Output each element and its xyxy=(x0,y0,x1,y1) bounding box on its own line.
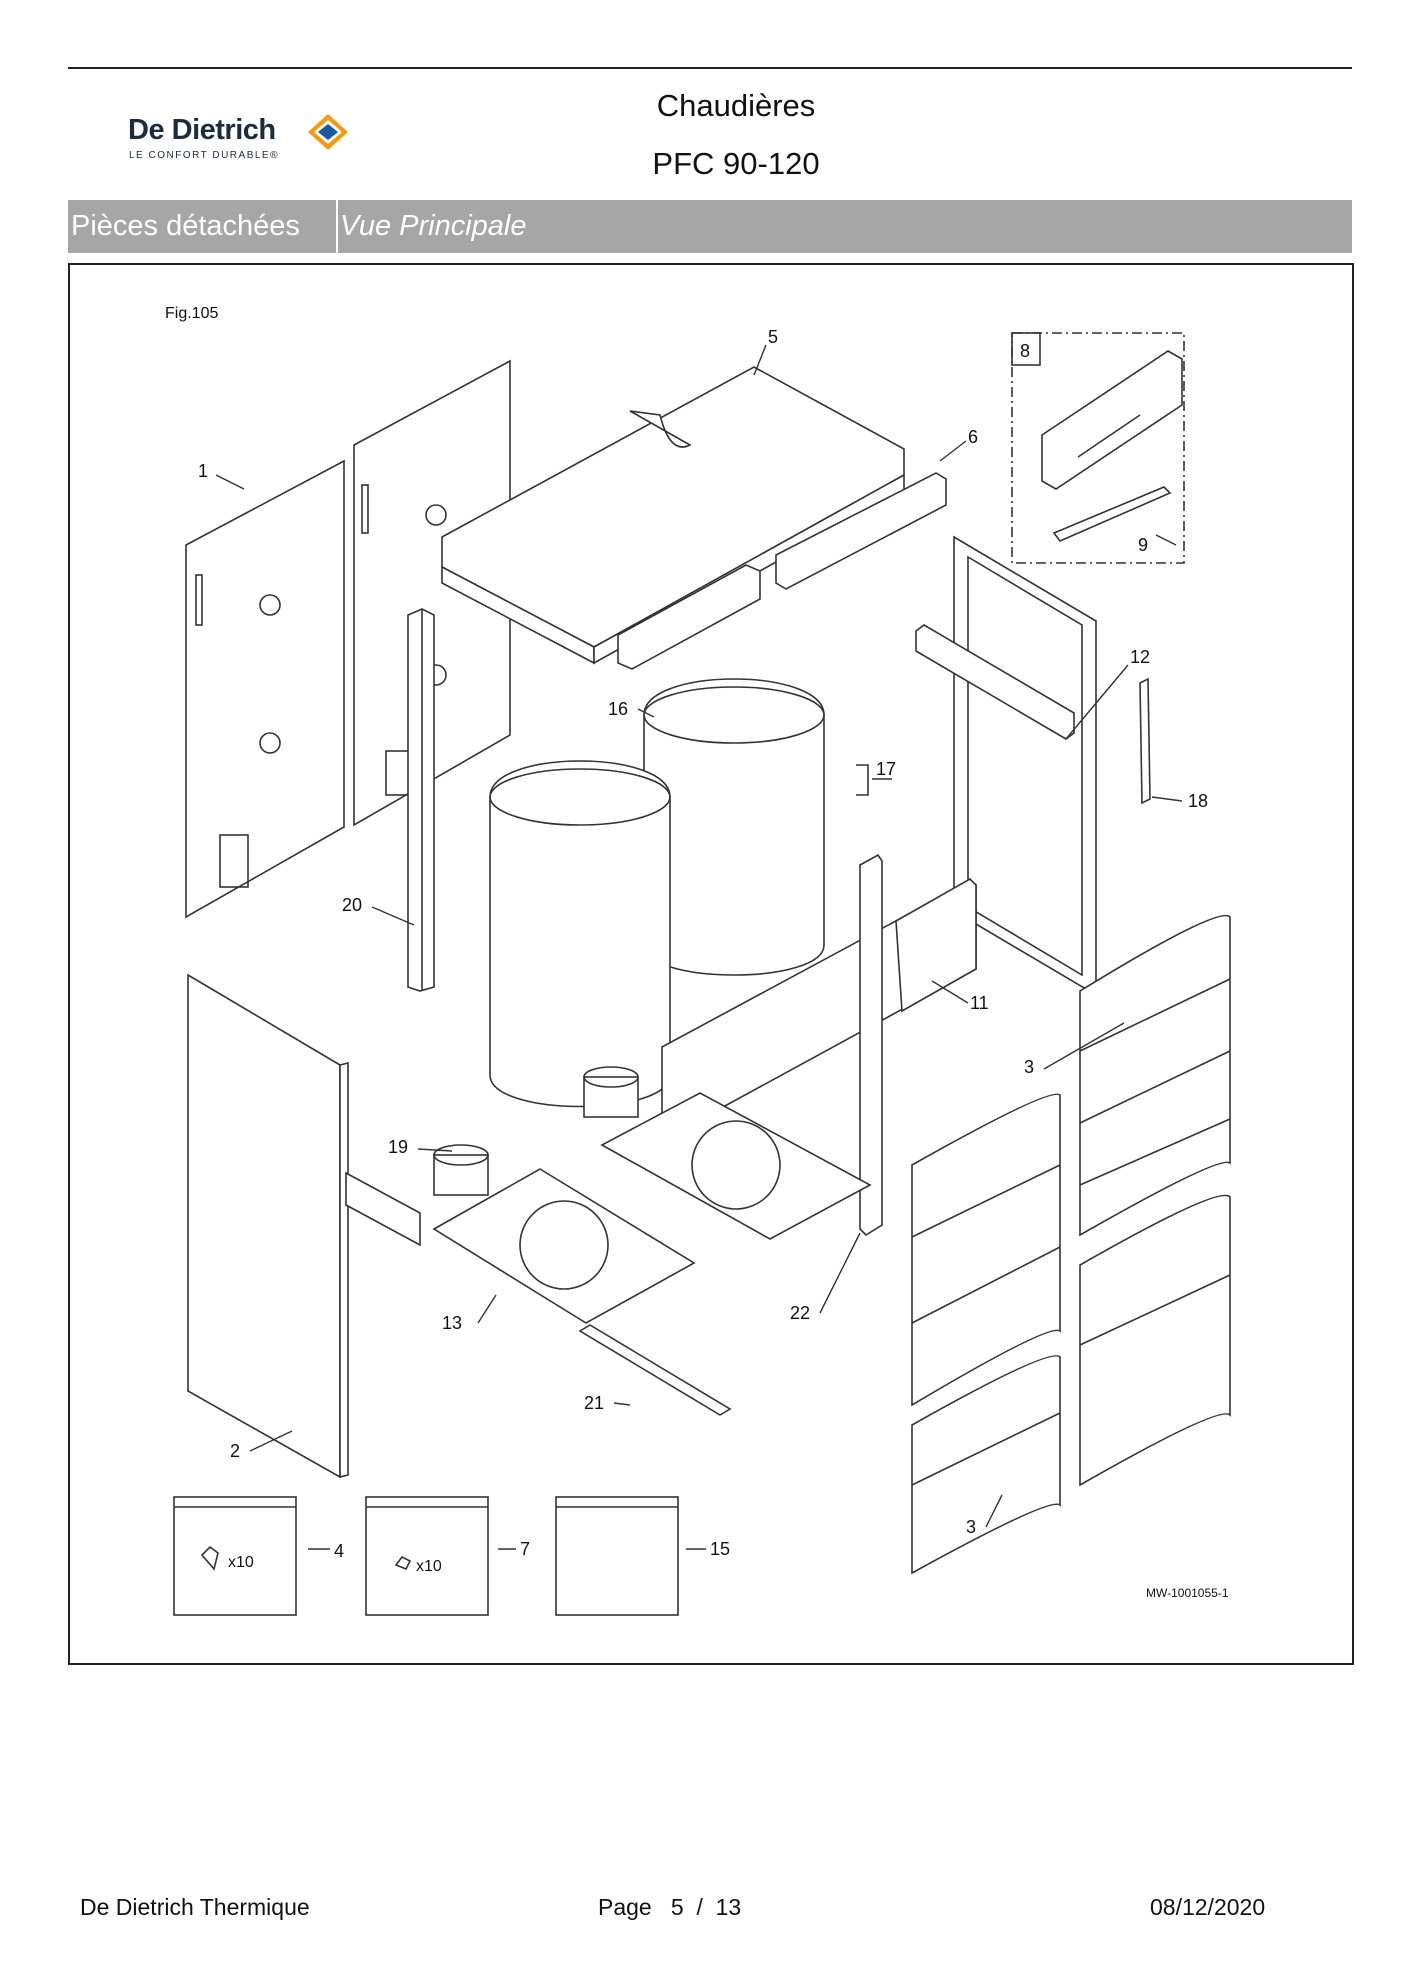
part-label-5: 5 xyxy=(768,327,778,347)
central-frame-part-11 xyxy=(661,878,977,1138)
kit-7-quantity: x10 xyxy=(416,1558,442,1575)
part-label-8: 8 xyxy=(1020,341,1030,361)
part-label-22: 22 xyxy=(790,1303,810,1323)
front-panel-part-3 xyxy=(911,914,1231,1575)
vertical-rail-part-20 xyxy=(407,608,435,992)
part-label-16: 16 xyxy=(608,699,628,719)
footer-company: De Dietrich Thermique xyxy=(80,1894,310,1920)
back-panel-part-12 xyxy=(915,535,1097,997)
part-label-3a: 3 xyxy=(1024,1057,1034,1077)
part-label-17: 17 xyxy=(876,759,896,779)
view-label: Vue Principale xyxy=(340,210,527,242)
model-title: PFC 90-120 xyxy=(652,146,820,181)
part-label-11: 11 xyxy=(970,993,989,1013)
part-label-2: 2 xyxy=(230,1441,240,1461)
part-label-1: 1 xyxy=(198,461,208,481)
brand-tagline: LE CONFORT DURABLE® xyxy=(129,150,279,161)
drawing-reference: MW-1001055-1 xyxy=(1146,1586,1229,1600)
part-label-19: 19 xyxy=(388,1137,408,1157)
kit-bag-part-4: x10 xyxy=(173,1496,297,1616)
side-panel-front-part-2 xyxy=(187,973,421,1479)
brand-logo: De Dietrich LE CONFORT DURABLE® xyxy=(128,110,348,166)
clip-part-17 xyxy=(856,764,869,796)
part-label-18: 18 xyxy=(1188,791,1208,811)
exploded-view-frame: Fig.105 xyxy=(68,263,1354,1665)
base-plate-part-13 xyxy=(432,1092,872,1324)
part-label-12: 12 xyxy=(1130,647,1150,667)
diamond-logo-icon xyxy=(308,114,348,150)
side-panel-rear-part-1 xyxy=(185,359,511,919)
figure-label: Fig.105 xyxy=(165,305,218,322)
part-label-13: 13 xyxy=(442,1313,462,1333)
small-upright-part-18 xyxy=(1139,677,1151,805)
part-label-4: 4 xyxy=(334,1541,344,1561)
band-divider xyxy=(336,200,338,253)
footer-date: 08/12/2020 xyxy=(1150,1894,1266,1920)
leader-lines xyxy=(215,344,1183,1550)
kit-bag-part-7: x10 xyxy=(365,1496,489,1616)
document-title: Chaudières xyxy=(656,88,816,123)
section-band: Pièces détachées Vue Principale xyxy=(68,200,1352,253)
bottom-strip-part-21 xyxy=(578,1324,732,1416)
exploded-view-drawing: Fig.105 xyxy=(165,305,1231,1616)
top-rule xyxy=(68,67,1352,69)
sleeve-part-19 xyxy=(433,1066,639,1196)
part-label-3b: 3 xyxy=(966,1517,976,1537)
upright-part-22 xyxy=(859,853,883,1237)
detail-box-part-8-9 xyxy=(1011,332,1185,564)
part-label-7: 7 xyxy=(520,1539,530,1559)
category-label: Pièces détachées xyxy=(71,210,300,242)
part-label-6: 6 xyxy=(968,427,978,447)
footer-page-number: Page 5 / 13 xyxy=(598,1894,742,1920)
part-label-21: 21 xyxy=(584,1393,604,1413)
kit-4-quantity: x10 xyxy=(228,1554,254,1571)
brand-name: De Dietrich xyxy=(128,114,276,146)
part-label-15: 15 xyxy=(710,1539,730,1559)
insulation-cylinder-part-16 xyxy=(489,678,825,1108)
part-label-9: 9 xyxy=(1138,535,1148,555)
kit-bag-part-15 xyxy=(555,1496,679,1616)
top-trim-part-6 xyxy=(617,472,947,670)
part-label-20: 20 xyxy=(342,895,362,915)
